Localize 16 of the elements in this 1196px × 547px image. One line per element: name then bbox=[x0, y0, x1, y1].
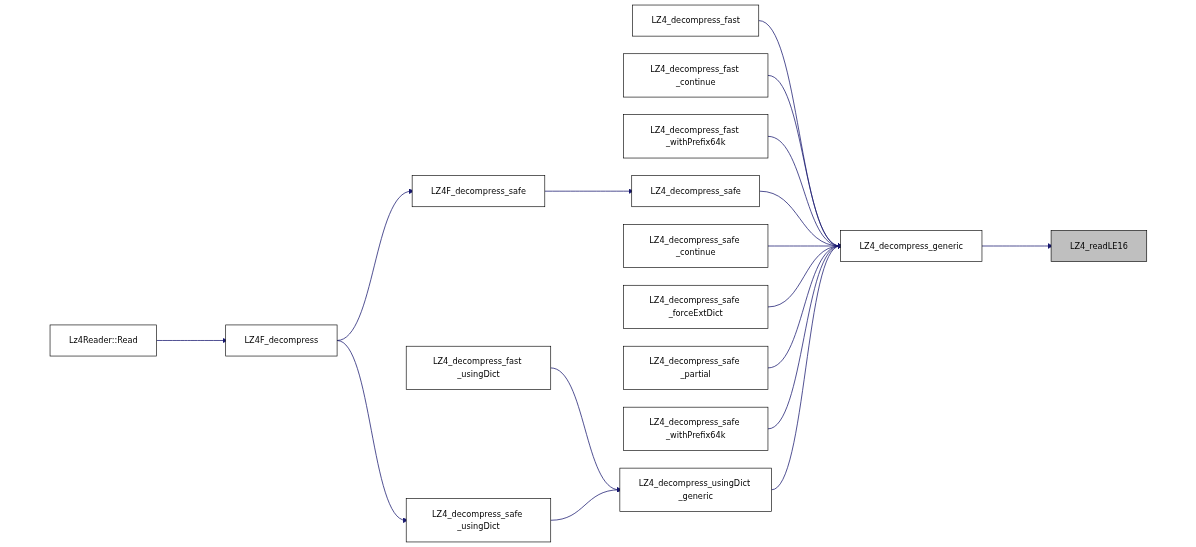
node-box: LZ4_decompress_generic bbox=[839, 230, 982, 262]
node-box: LZ4_decompress_safe _withPrefix64k bbox=[622, 406, 768, 451]
node-box: LZ4_decompress_safe bbox=[631, 175, 760, 208]
node-box: LZ4_decompress_usingDict _generic bbox=[619, 467, 772, 512]
node-box: LZ4_decompress_fast bbox=[631, 4, 759, 37]
node-box: LZ4F_decompress_safe bbox=[411, 175, 545, 208]
node-box: LZ4_decompress_safe _forceExtDict bbox=[622, 284, 768, 329]
node-box: LZ4_decompress_safe _continue bbox=[622, 224, 768, 268]
node-box: LZ4_decompress_fast _continue bbox=[622, 53, 768, 98]
node-box: LZ4_decompress_safe _partial bbox=[622, 345, 768, 390]
node-box: LZ4_decompress_fast _usingDict bbox=[405, 345, 551, 390]
node-box: LZ4_decompress_safe _usingDict bbox=[405, 498, 551, 543]
node-box: LZ4F_decompress bbox=[225, 324, 337, 357]
node-box: LZ4_readLE16 bbox=[1050, 230, 1147, 262]
node-box: Lz4Reader::Read bbox=[49, 324, 157, 357]
node-box: LZ4_decompress_fast _withPrefix64k bbox=[622, 114, 768, 159]
